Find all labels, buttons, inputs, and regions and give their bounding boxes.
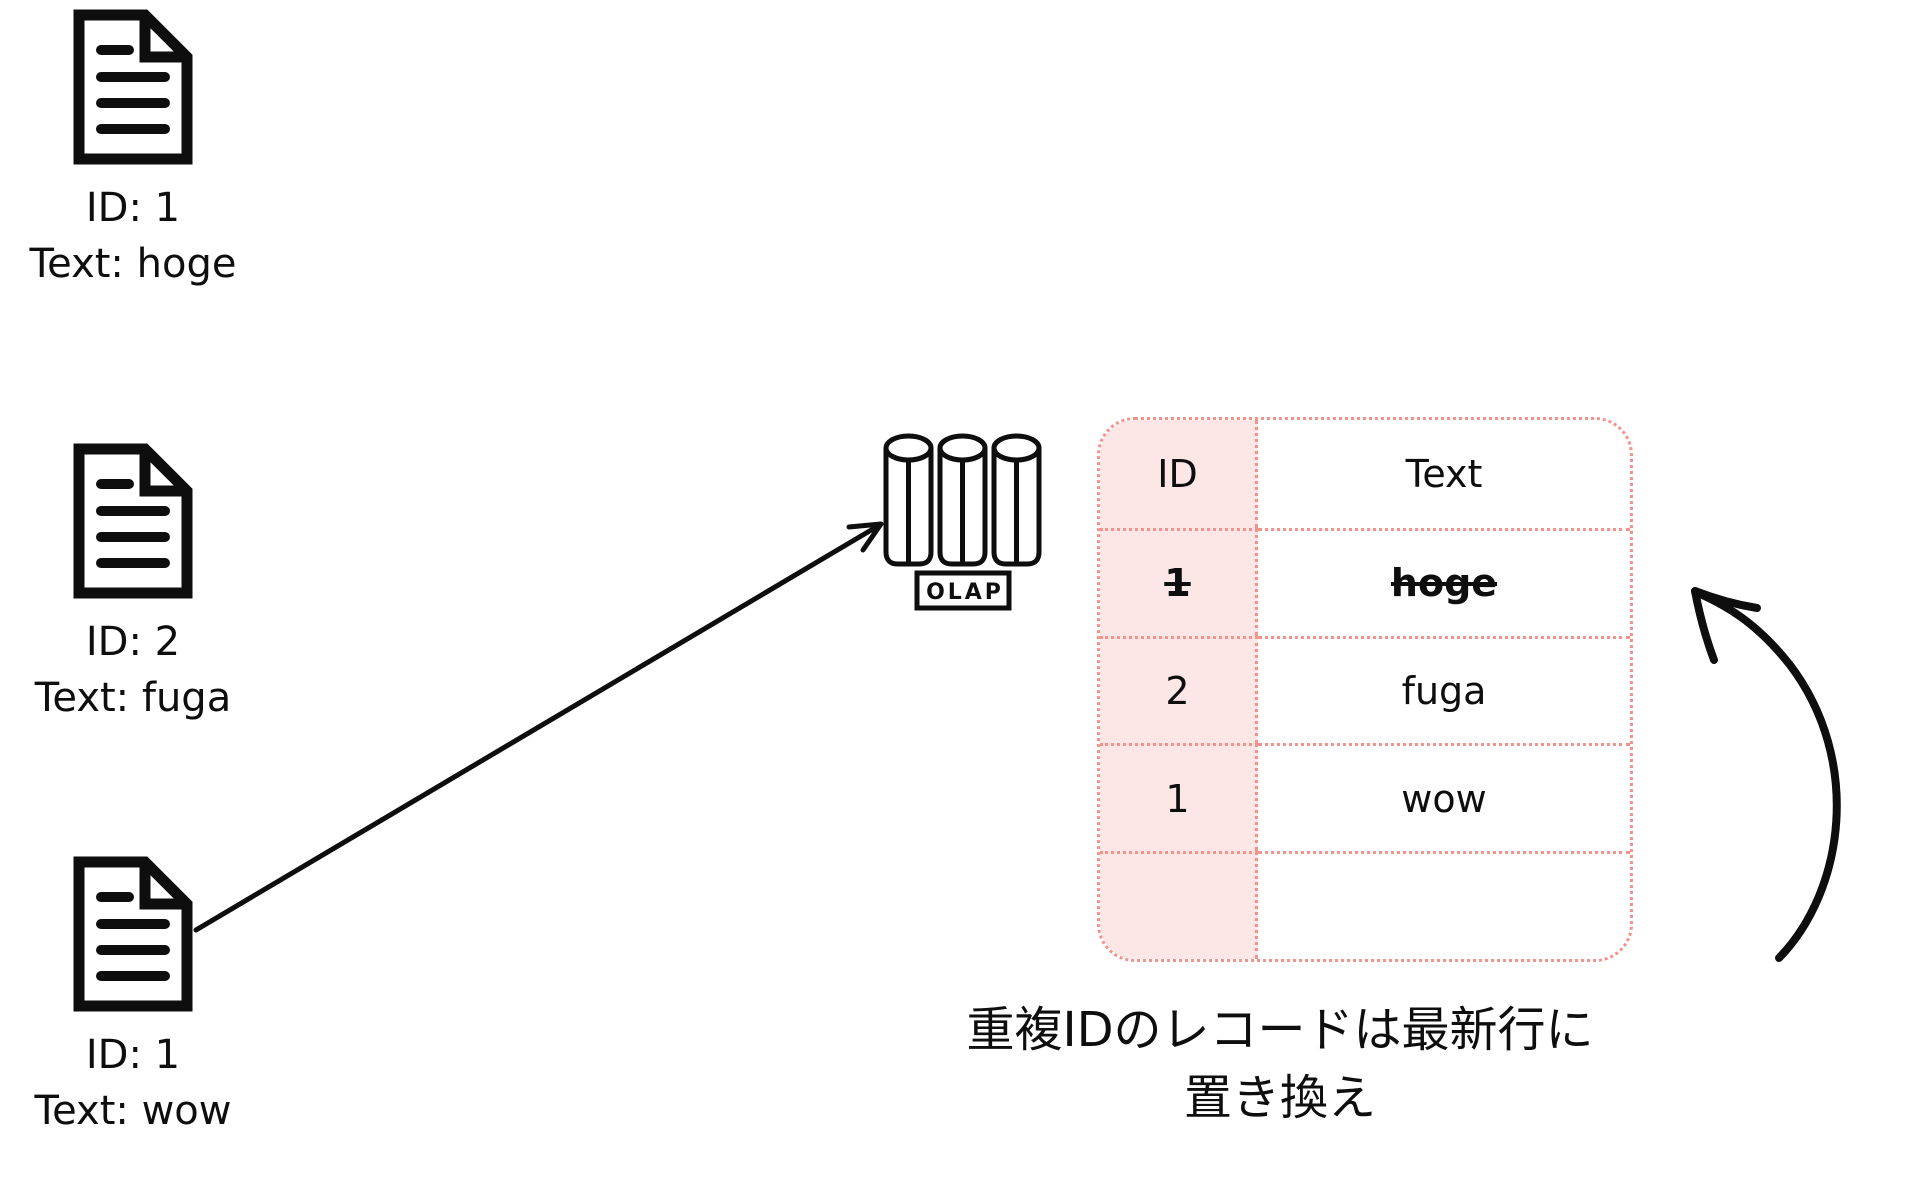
- result-table: ID Text 1 hoge 2 fuga 1 wow: [1097, 417, 1633, 962]
- table-row-id: 1: [1100, 527, 1258, 636]
- doc1-id-label: ID: 1: [85, 185, 181, 231]
- table-header-id: ID: [1100, 420, 1258, 528]
- replace-arrow: [1691, 587, 1841, 962]
- caption-line-1: 重複IDのレコードは最新行に: [966, 1002, 1594, 1058]
- table-row-id: 2: [1100, 635, 1258, 744]
- document-icon: [73, 9, 193, 165]
- doc3-text-label: Text: wow: [34, 1088, 232, 1134]
- table-row-text: hoge: [1258, 527, 1630, 636]
- database-cylinders-icon: OLAP: [883, 433, 1042, 611]
- olap-label: OLAP: [926, 580, 1004, 605]
- document-icon: [73, 856, 193, 1012]
- doc3-id-label: ID: 1: [85, 1032, 181, 1078]
- source-document-3: ID: 1 Text: wow: [0, 855, 266, 1139]
- table-header-text: Text: [1405, 451, 1483, 496]
- caption-line-2: 置き換え: [1183, 1070, 1376, 1126]
- document-icon: [73, 443, 193, 599]
- table-row-id: 1: [1100, 743, 1258, 852]
- olap-label-box: [914, 570, 1012, 611]
- doc2-id-label: ID: 2: [85, 619, 181, 665]
- table-row-text: fuga: [1258, 635, 1630, 744]
- table-row-id: [1100, 851, 1258, 959]
- table-row-text: [1258, 851, 1630, 959]
- ingest-arrow: [193, 521, 884, 933]
- table-row-text: wow: [1258, 743, 1630, 851]
- doc1-text-label: Text: hoge: [29, 241, 237, 287]
- caption: 重複IDのレコードは最新行に 置き換え: [900, 996, 1660, 1132]
- source-document-2: ID: 2 Text: fuga: [0, 442, 266, 726]
- doc2-text-label: Text: fuga: [34, 675, 232, 721]
- olap-database: OLAP: [883, 433, 1043, 615]
- source-document-1: ID: 1 Text: hoge: [0, 8, 266, 292]
